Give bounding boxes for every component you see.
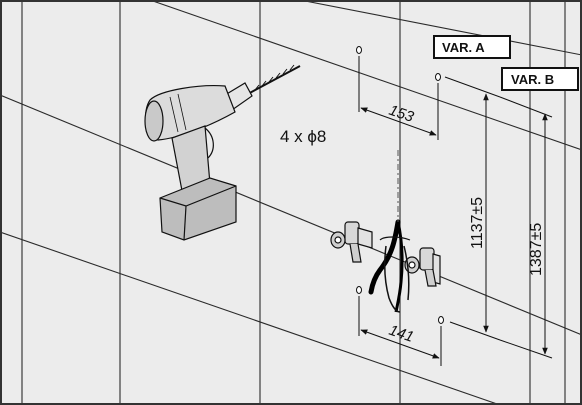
- drill-illustration: [144, 64, 301, 241]
- hole-top-left: [356, 46, 362, 54]
- dimension-height-b-label: 1387±5: [528, 223, 545, 276]
- var-b-label: VAR. B: [511, 72, 554, 87]
- dimension-153: [358, 56, 439, 140]
- hole-bottom-right: [438, 316, 444, 324]
- left-valve-body: [344, 221, 360, 245]
- dimension-height-b: [499, 96, 553, 359]
- dimension-141: [358, 296, 442, 366]
- var-a-label: VAR. A: [442, 40, 485, 55]
- dimension-height-a-label: 1137±5: [469, 197, 486, 249]
- drill-bit: [243, 65, 301, 97]
- var-a-badge: VAR. A: [433, 35, 511, 59]
- drill-holes: [356, 46, 444, 324]
- hole-top-right: [435, 73, 441, 81]
- dimension-height-a: [444, 76, 501, 341]
- holes-spec-label: 4 x ϕ8: [280, 127, 326, 146]
- right-valve-body: [419, 247, 435, 271]
- valve-assembly: [330, 219, 441, 313]
- var-b-badge: VAR. B: [501, 67, 579, 91]
- hole-bottom-left: [356, 286, 362, 294]
